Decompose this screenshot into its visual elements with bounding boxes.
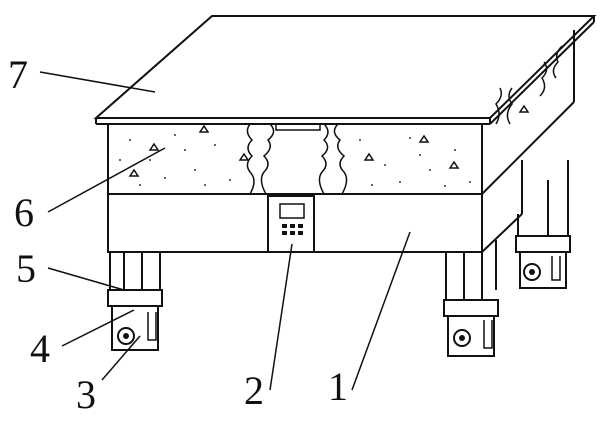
leg-front-left	[107, 252, 163, 351]
leg-rear-right	[515, 160, 571, 289]
callout-5: 5	[16, 246, 36, 291]
leg-front-right	[443, 240, 499, 357]
callout-3: 3	[76, 372, 96, 417]
callout-7: 7	[8, 52, 28, 97]
control-panel	[267, 195, 315, 253]
callout-4: 4	[30, 326, 50, 371]
filler-layer	[107, 30, 575, 195]
callout-2: 2	[244, 368, 264, 413]
top-plate	[93, 15, 597, 125]
leader-lines	[39, 71, 411, 391]
callout-1: 1	[328, 364, 348, 409]
callout-6: 6	[14, 190, 34, 235]
